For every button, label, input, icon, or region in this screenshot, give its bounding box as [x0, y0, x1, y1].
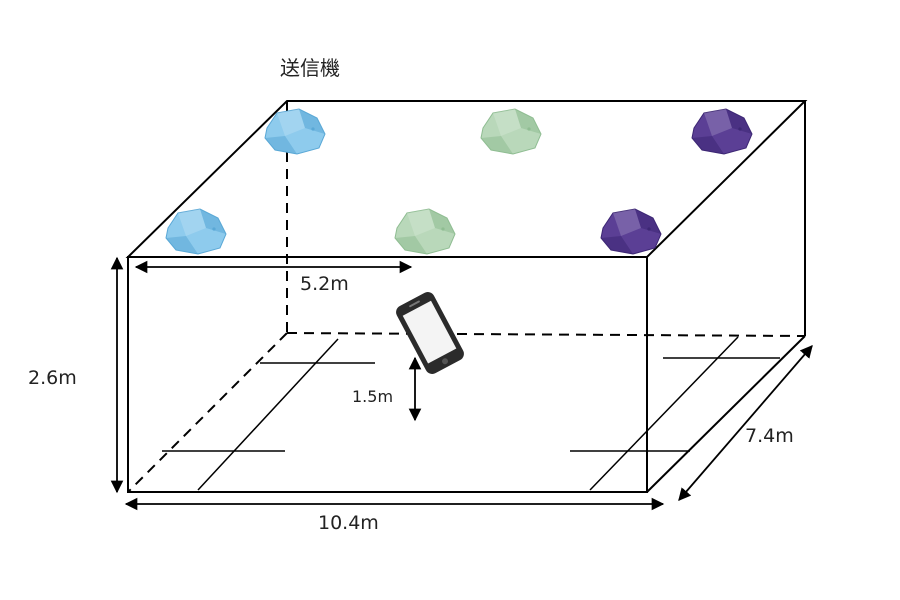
smartphone: [396, 292, 464, 374]
hidden-back-floor-edge: [286, 332, 806, 337]
hidden-left-floor-edge: [127, 332, 288, 493]
beacon-icon: [480, 108, 542, 155]
depth-label: 7.4m: [745, 425, 794, 447]
transmitter-label: 送信機: [280, 56, 340, 80]
beacon-icon: [691, 108, 753, 155]
beacon-icon: [394, 208, 456, 255]
beacon-icon: [165, 208, 227, 255]
depth-dimension-arrow: [678, 345, 813, 501]
height-label: 2.6m: [28, 367, 77, 389]
beacon-icon: [264, 108, 326, 155]
beacon-icon: [600, 208, 662, 255]
beacons: [165, 108, 753, 255]
floor-markings: [162, 336, 780, 491]
half-width-label: 5.2m: [300, 273, 349, 295]
width-label: 10.4m: [318, 512, 379, 534]
phone-height-label: 1.5m: [352, 387, 393, 406]
room-outline: [125, 100, 808, 493]
